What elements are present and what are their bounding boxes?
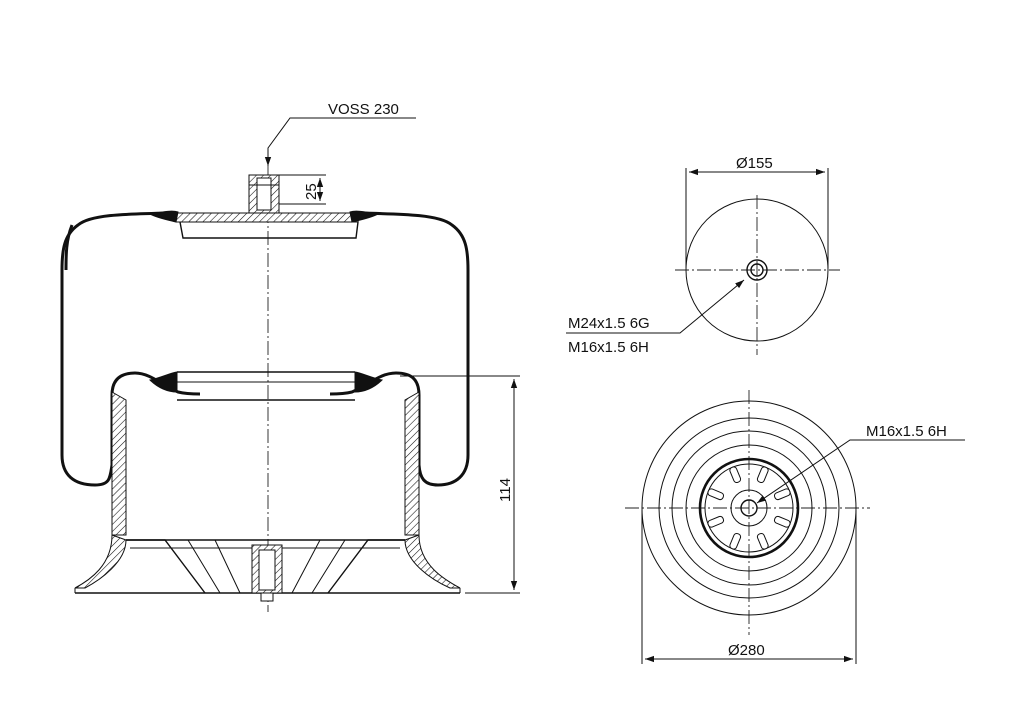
bottom-outline-3 (685, 444, 813, 572)
top-bead-right (349, 210, 380, 223)
bottom-view: M16x1.5 6H Ø280 (625, 390, 965, 664)
top-stud-outer (746, 259, 768, 281)
piston-flare-right (404, 534, 461, 589)
top-diameter-label: Ø155 (736, 155, 773, 172)
stud-height-label: 25 (303, 183, 320, 200)
top-thread-leader (566, 279, 745, 334)
bottom-thread-leader (756, 439, 965, 504)
bottom-rib (756, 532, 769, 550)
voss-leader (264, 117, 416, 166)
bottom-stud-hole (740, 499, 758, 517)
bottom-rib (707, 515, 725, 528)
bellows-membrane-right (329, 211, 470, 487)
piston-bead-right (354, 371, 384, 393)
bottom-rib (756, 466, 769, 484)
voss-label: VOSS 230 (328, 101, 399, 118)
bottom-ribs (707, 466, 791, 550)
piston-bead-left (148, 371, 178, 393)
side-section-view: VOSS 230 25 114 (60, 101, 520, 612)
bottom-outline-1 (658, 417, 840, 599)
bottom-piston-ring (698, 457, 800, 559)
bottom-diameter-label: Ø280 (728, 642, 765, 659)
bottom-rib (729, 532, 742, 550)
bellows-membrane-left (60, 211, 201, 487)
bottom-rib (707, 488, 725, 501)
top-plate-recess (179, 221, 359, 239)
top-thread-label-2: M16x1.5 6H (568, 339, 649, 356)
bottom-rib (773, 488, 791, 501)
bottom-hub (730, 489, 768, 527)
top-bead-left (148, 210, 179, 223)
bottom-thread-label: M16x1.5 6H (866, 423, 947, 440)
piston-wall-left (111, 391, 127, 536)
top-stud-inner (750, 263, 764, 277)
top-thread-label-1: M24x1.5 6G (568, 315, 650, 332)
bottom-rib (729, 466, 742, 484)
top-plate (166, 212, 361, 223)
height-label: 114 (497, 478, 514, 502)
bottom-rib (773, 515, 791, 528)
piston-flare-left (74, 534, 127, 589)
piston-wall-right (404, 391, 420, 536)
top-view: Ø155 M24x1.5 6G M16x1.5 6H (566, 155, 840, 356)
bottom-outline-2 (671, 430, 827, 586)
bottom-outline-outer (641, 400, 857, 616)
